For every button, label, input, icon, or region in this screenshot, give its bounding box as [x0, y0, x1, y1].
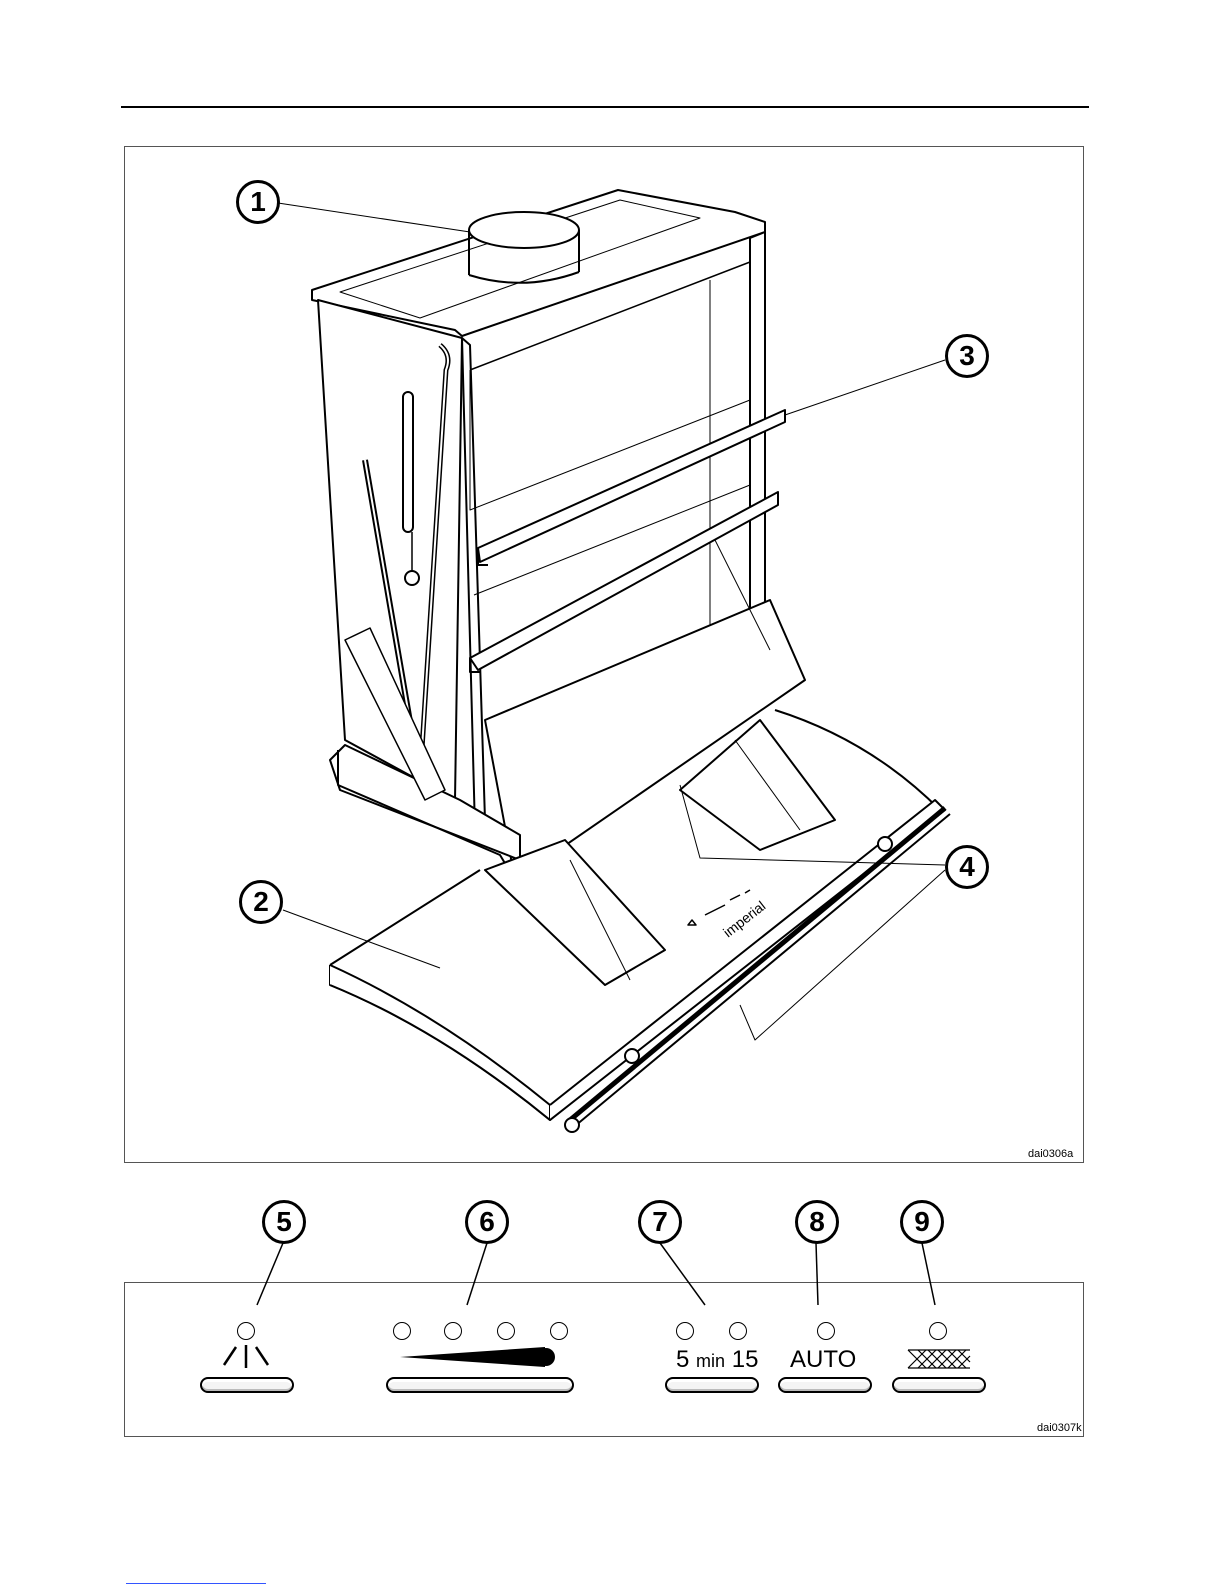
timer-button[interactable] [665, 1377, 759, 1393]
light-button[interactable] [200, 1377, 294, 1393]
auto-label: AUTO [790, 1346, 856, 1374]
callout-7: 7 [638, 1200, 682, 1244]
timer-short: 5 [676, 1346, 689, 1373]
filter-icon [908, 1350, 970, 1368]
filter-reset-button[interactable] [892, 1377, 986, 1393]
fan-speed-led-4 [550, 1322, 568, 1340]
fan-speed-button[interactable] [386, 1377, 574, 1393]
auto-button[interactable] [778, 1377, 872, 1393]
timer-long: 15 [732, 1346, 759, 1373]
timer-unit: min [696, 1351, 725, 1371]
light-icon [224, 1345, 268, 1368]
callout-9: 9 [900, 1200, 944, 1244]
callout-6: 6 [465, 1200, 509, 1244]
timer-15min-led [729, 1322, 747, 1340]
fan-speed-led-1 [393, 1322, 411, 1340]
fan-speed-led-3 [497, 1322, 515, 1340]
figure-code-bottom: dai0307k [1037, 1422, 1082, 1434]
fan-speed-icon [400, 1347, 555, 1367]
light-indicator-led [237, 1322, 255, 1340]
callout-8: 8 [795, 1200, 839, 1244]
timer-5min-led [676, 1322, 694, 1340]
timer-label: 5 min 15 [676, 1346, 758, 1374]
footer-link-underline [126, 1583, 266, 1584]
auto-mode-led [817, 1322, 835, 1340]
fan-speed-led-2 [444, 1322, 462, 1340]
callout-5: 5 [262, 1200, 306, 1244]
filter-indicator-led [929, 1322, 947, 1340]
